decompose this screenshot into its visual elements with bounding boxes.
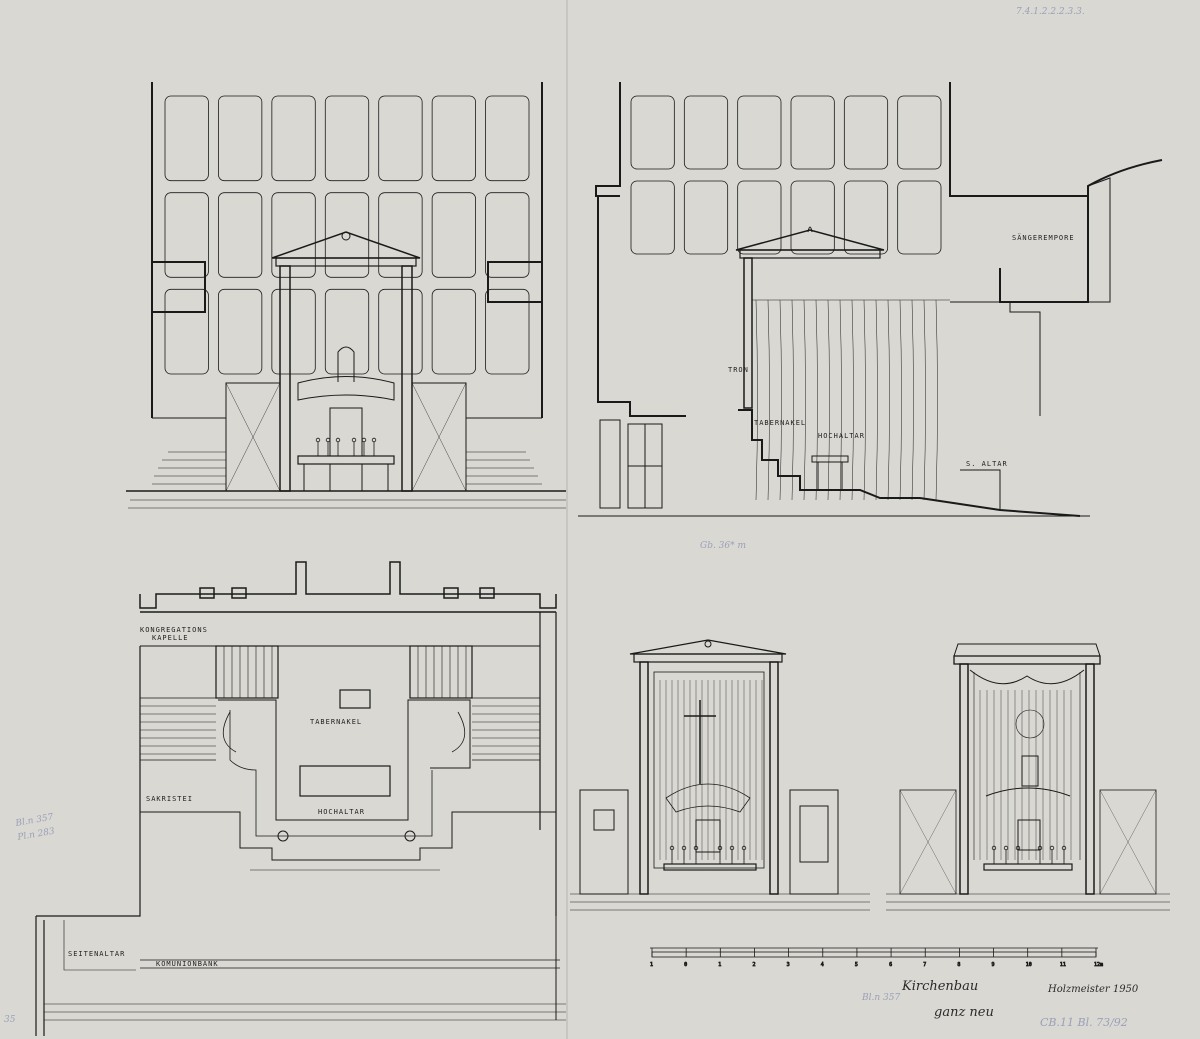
- label-komunionbank: KOMUNIONBANK: [156, 960, 219, 968]
- label-seitenaltar: SEITENALTAR: [68, 950, 125, 958]
- label-tabernakel-section: TABERNAKEL: [754, 419, 806, 427]
- title-location: Holzmeister 1950: [1047, 984, 1139, 995]
- scale-tick-label: 1: [718, 962, 721, 968]
- label-hochaltar-plan: HOCHALTAR: [318, 808, 365, 816]
- pencil-note-bottom-mid: Bl.n 357: [861, 993, 900, 1003]
- label-kongregations: KONGREGATIONS: [140, 626, 208, 634]
- label-hochaltar-section: HOCHALTAR: [818, 432, 865, 440]
- pencil-note-margin: 35: [4, 1015, 16, 1025]
- scale-tick-label: 6: [889, 962, 892, 968]
- title-handwritten-2: ganz neu: [934, 1005, 994, 1020]
- pencil-note-bottom-right: CB.11 Bl. 73/92: [1040, 1016, 1128, 1029]
- title-handwritten-1: Kirchenbau: [901, 979, 978, 994]
- section-longitudinal: [578, 82, 1163, 517]
- pencil-note-mid: Gb. 36* m: [700, 541, 746, 551]
- floor-plan: [35, 561, 566, 1036]
- pencil-note-top-right: 7.4.1.2.2.2.3.3.: [1016, 7, 1085, 17]
- scale-tick-label: 2: [752, 962, 755, 968]
- scale-tick-label: 8: [957, 962, 960, 968]
- scale-tick-label: 9: [992, 962, 995, 968]
- label-tabernakel-plan: TABERNAKEL: [310, 718, 362, 726]
- scale-tick-label: 5: [855, 962, 858, 968]
- label-tron: TRON: [728, 366, 749, 374]
- scale-tick-label: 7: [923, 962, 926, 968]
- label-kapelle: KAPELLE: [152, 634, 189, 642]
- scale-tick-label: 3: [787, 962, 790, 968]
- pencil-note-left-2: Pl.n 283: [16, 827, 56, 844]
- altar-variant-1: [570, 639, 870, 911]
- scale-tick-label: 11: [1060, 962, 1066, 968]
- label-saengerempore: SÄNGEREMPORE: [1012, 233, 1075, 242]
- scale-tick-label: 12m: [1094, 962, 1103, 968]
- scale-tick-label: 4: [821, 962, 824, 968]
- label-sakristei: SAKRISTEI: [146, 795, 193, 803]
- scale-tick-label: 0: [684, 962, 687, 968]
- scale-tick-label: 1: [650, 962, 653, 968]
- scale-tick-label: 10: [1026, 962, 1032, 968]
- elevation-front: [126, 82, 566, 509]
- label-s-altar: S. ALTAR: [966, 460, 1008, 468]
- altar-variant-2: [886, 643, 1170, 911]
